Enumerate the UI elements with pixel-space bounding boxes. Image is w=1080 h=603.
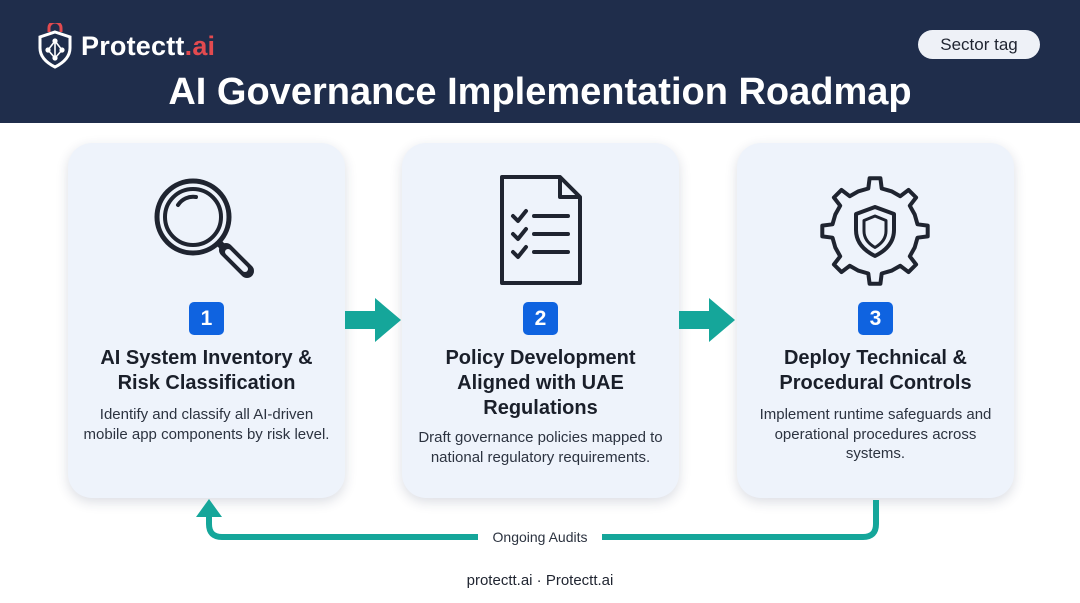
step-card-1: 1 AI System Inventory & Risk Classificat… — [68, 143, 345, 498]
step-description: Draft governance policies mapped to nati… — [418, 429, 663, 466]
step-card-2: 2 Policy Development Aligned with UAE Re… — [402, 143, 679, 498]
gear-shield-icon — [820, 176, 930, 286]
flow-arrow-icon — [345, 298, 401, 342]
loop-label: Ongoing Audits — [478, 526, 602, 548]
brand-name: Protectt.ai — [81, 30, 216, 61]
magnifying-glass-icon — [154, 178, 254, 278]
step-title: Deploy Technical & Procedural Controls — [779, 347, 972, 394]
step-card-3: 3 Deploy Technical & Procedural Controls… — [737, 143, 1014, 498]
step-number-badge: 2 — [523, 302, 558, 335]
gear-outline — [820, 176, 930, 286]
checklist-document-icon — [500, 175, 582, 285]
step-number-badge: 3 — [858, 302, 893, 335]
footer-text: protectt.ai · Protectt.ai — [466, 572, 614, 589]
step-description: Implement runtime safeguards and operati… — [759, 406, 992, 462]
sector-tag-badge[interactable]: Sector tag — [918, 30, 1040, 59]
step-title: AI System Inventory & Risk Classificatio… — [100, 347, 313, 394]
step-number-badge: 1 — [189, 302, 224, 335]
header-banner: Protectt.ai Sector tag AI Governance Imp… — [0, 0, 1080, 123]
page-title: AI Governance Implementation Roadmap — [168, 71, 912, 113]
step-title: Policy Development Aligned with UAE Regu… — [445, 347, 636, 419]
flow-arrow-icon — [679, 298, 735, 342]
brand-logo: Protectt.ai — [37, 23, 215, 69]
shield-logo-icon — [38, 23, 72, 69]
step-description: Identify and classify all AI-driven mobi… — [83, 406, 330, 443]
